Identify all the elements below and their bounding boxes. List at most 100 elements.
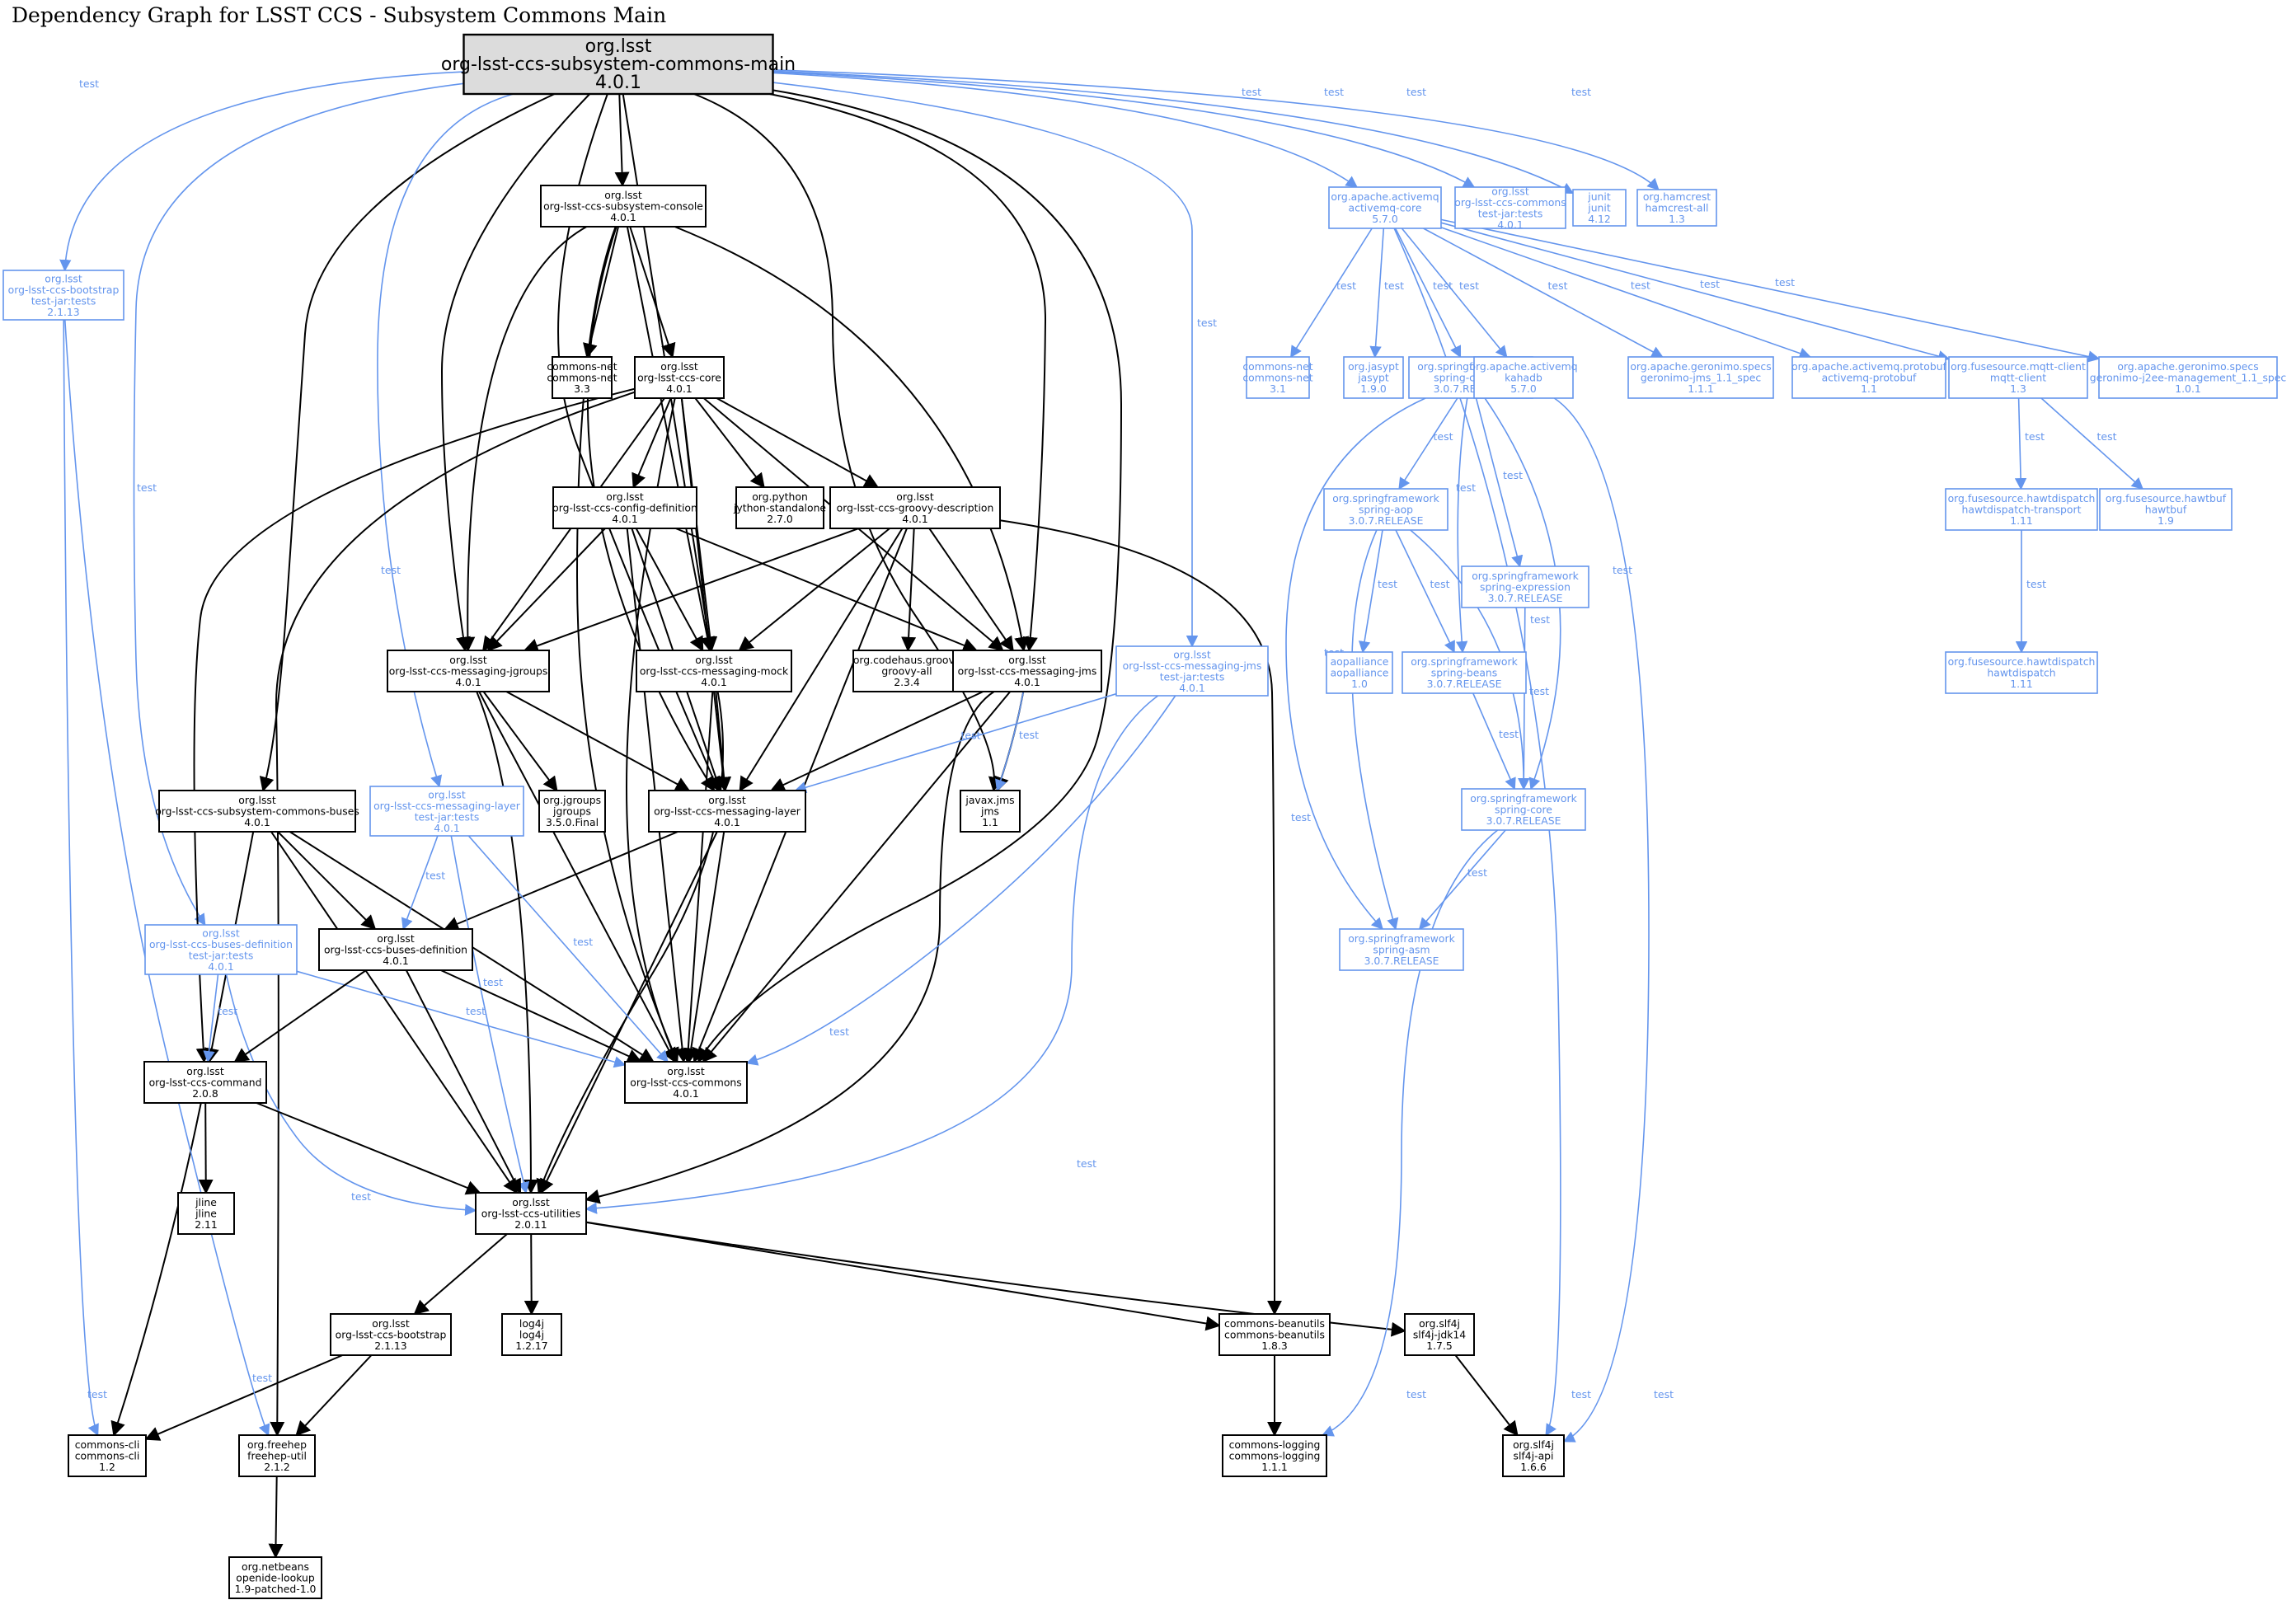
node-box <box>1323 488 1448 531</box>
node-label-line: org.lsst <box>202 927 240 939</box>
node-box <box>952 650 1102 692</box>
node-label-line: 4.0.1 <box>612 513 638 525</box>
node-label-line: commons-cli <box>75 1438 140 1451</box>
node-label-line: 3.0.7.RELEASE <box>1488 592 1563 604</box>
edge-msg-jms-to-utilities <box>585 691 995 1204</box>
node-spring-beans: org.springframeworkspring-beans3.0.7.REL… <box>1402 651 1527 694</box>
node-root: org.lsstorg-lsst-ccs-subsystem-commons-m… <box>441 33 796 96</box>
node-label-line: 4.0.1 <box>1014 676 1040 688</box>
node-label-line: commons-net <box>1242 372 1312 384</box>
node-label-line: org.springframework <box>1348 932 1455 945</box>
node-box <box>501 1313 562 1356</box>
node-label-line: org.lsst <box>585 36 652 57</box>
node-label-line: 1.1.1 <box>1261 1461 1288 1473</box>
node-label-line: org.lsst <box>604 189 642 201</box>
node-label-line: org-lsst-ccs-commons <box>1454 196 1566 209</box>
edge-root-to-bootstrap-tests <box>59 71 464 272</box>
node-box <box>1339 928 1464 971</box>
node-box <box>238 1434 316 1477</box>
node-label-line: aopalliance <box>1331 655 1389 668</box>
node-spring-aop: org.springframeworkspring-aop3.0.7.RELEA… <box>1323 488 1448 531</box>
edge-label-test: test <box>1430 578 1450 590</box>
node-label-line: 3.0.7.RELEASE <box>1364 955 1439 967</box>
edge-utilities-to-log4j <box>524 1233 539 1316</box>
node-label-line: org.lsst <box>667 1065 705 1077</box>
page-title: Dependency Graph for LSST CCS - Subsyste… <box>12 3 667 27</box>
node-label-line: org.lsst <box>45 272 82 284</box>
node-box <box>960 790 1021 833</box>
edge-groovy-desc-to-msg-jms <box>928 528 1014 652</box>
edge-bootstrap-to-commons-cli <box>144 1354 343 1441</box>
edge-jgroups-msg-to-msg-layer <box>505 691 691 791</box>
node-box <box>177 1192 235 1235</box>
node-label-line: org-lsst-ccs-utilities <box>481 1208 580 1220</box>
node-label-line: spring-core <box>1495 804 1552 816</box>
edge-label-test: test <box>1631 279 1650 291</box>
node-label-line: 3.3 <box>574 382 590 395</box>
edge-layer-tests-to-ccs-commons <box>467 835 669 1063</box>
edge-label-test: test <box>1571 86 1591 98</box>
node-label-line: org-lsst-ccs-messaging-jms <box>1123 659 1262 672</box>
edge-config-def-to-jgroups-msg <box>486 528 606 652</box>
edge-spring-aop-to-spring-beans <box>1395 529 1455 654</box>
node-box <box>540 185 707 228</box>
node-label-line: 1.2.17 <box>515 1340 547 1352</box>
edge-msg-jms-to-javax-jms <box>995 691 1025 792</box>
edge-console-to-jgroups-msg <box>460 226 587 652</box>
node-label-line: commons-beanutils <box>1224 1329 1325 1341</box>
edge-bootstrap-tests-to-commons-cli <box>63 319 99 1437</box>
edge-buses-to-utilities <box>270 831 519 1194</box>
edge-spring-context-to-spring-expr <box>1475 397 1524 568</box>
edge-label-test: test <box>1378 578 1397 590</box>
node-label-line: org-lsst-ccs-subsystem-commons-buses <box>155 805 359 818</box>
edge-amq-core-to-geronimo-jms <box>1423 228 1664 358</box>
node-label-line: 3.0.7.RELEASE <box>1427 678 1502 690</box>
edge-msg-layer-to-ccs-commons <box>683 831 725 1063</box>
node-label-line: commons-net <box>547 372 617 384</box>
node-box <box>1222 1434 1327 1477</box>
node-label-line: test-jar:tests <box>1478 207 1543 219</box>
edge-amq-core-to-mqtt <box>1440 222 1951 363</box>
node-box <box>1948 356 2088 399</box>
edge-label-test: test <box>1700 278 1720 290</box>
node-label-line: test-jar:tests <box>31 294 96 307</box>
node-label-line: spring-asm <box>1373 944 1430 956</box>
node-amq-protobuf: org.apache.activemq.protobufactivemq-pro… <box>1791 356 1947 399</box>
node-label-line: 4.0.1 <box>383 955 409 967</box>
node-box <box>2099 488 2233 531</box>
node-label-line: org.lsst <box>1491 185 1529 197</box>
node-label-line: org.freehep <box>247 1438 307 1451</box>
node-box <box>1473 356 1574 399</box>
node-label-line: org.apache.activemq.protobuf <box>1791 360 1946 373</box>
edge-msg-jms-to-javax-jms <box>994 691 1025 792</box>
node-label-line: org.lsst <box>708 794 746 806</box>
node-label-line: 1.9 <box>2157 514 2174 527</box>
node-label-line: 1.9-patched-1.0 <box>235 1583 317 1595</box>
edge-label-test: test <box>961 729 981 741</box>
node-label-line: commons-cli <box>75 1450 140 1462</box>
node-box <box>634 356 725 399</box>
edge-amq-core-to-t-commons-net <box>1290 228 1373 359</box>
node-label-line: org.fusesource.mqtt-client <box>1951 360 2086 373</box>
edge-label-test: test <box>1336 279 1356 292</box>
node-box <box>1461 565 1589 608</box>
edge-amq-core-to-spring-context <box>1394 228 1462 359</box>
node-label-line: slf4j-jdk14 <box>1413 1329 1466 1341</box>
edge-label-test: test <box>252 1372 272 1384</box>
node-label-line: org.lsst <box>1173 648 1211 660</box>
node-hawtdispatch: org.fusesource.hawtdispatchhawtdispatch1… <box>1945 651 2098 694</box>
edge-core-to-jython <box>694 397 765 489</box>
edge-label-test: test <box>1406 86 1426 98</box>
node-box <box>1502 1434 1565 1477</box>
edge-root-to-junit <box>772 70 1575 195</box>
node-label-line: 5.7.0 <box>1510 382 1537 395</box>
node-label-line: org.netbeans <box>242 1560 309 1573</box>
node-label-line: 2.1.2 <box>264 1461 290 1473</box>
edge-buses-def-tests-to-utilities <box>225 974 477 1216</box>
